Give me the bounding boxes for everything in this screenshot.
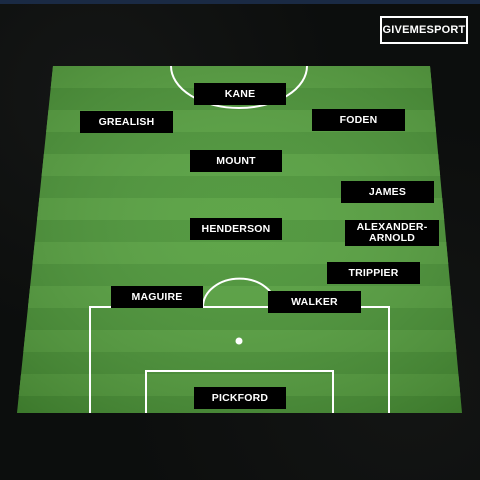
penalty-spot	[235, 337, 243, 345]
penalty-box	[89, 306, 390, 413]
goal-area	[145, 370, 334, 413]
player-label-henderson: HENDERSON	[190, 218, 282, 240]
player-label-pickford: PICKFORD	[194, 387, 286, 409]
top-strip	[0, 0, 480, 4]
player-label-james: JAMES	[341, 181, 434, 203]
player-label-foden: FODEN	[312, 109, 405, 131]
player-label-kane: KANE	[194, 83, 286, 105]
player-label-walker: WALKER	[268, 291, 361, 313]
player-label-trippier: TRIPPIER	[327, 262, 420, 284]
player-label-mount: MOUNT	[190, 150, 282, 172]
player-label-maguire: MAGUIRE	[111, 286, 203, 308]
center-circle-arc	[170, 66, 308, 109]
player-label-grealish: GREALISH	[80, 111, 173, 133]
brand-logo: GIVEMESPORT	[380, 16, 468, 44]
player-label-alexander-arnold: ALEXANDER-ARNOLD	[345, 220, 439, 246]
